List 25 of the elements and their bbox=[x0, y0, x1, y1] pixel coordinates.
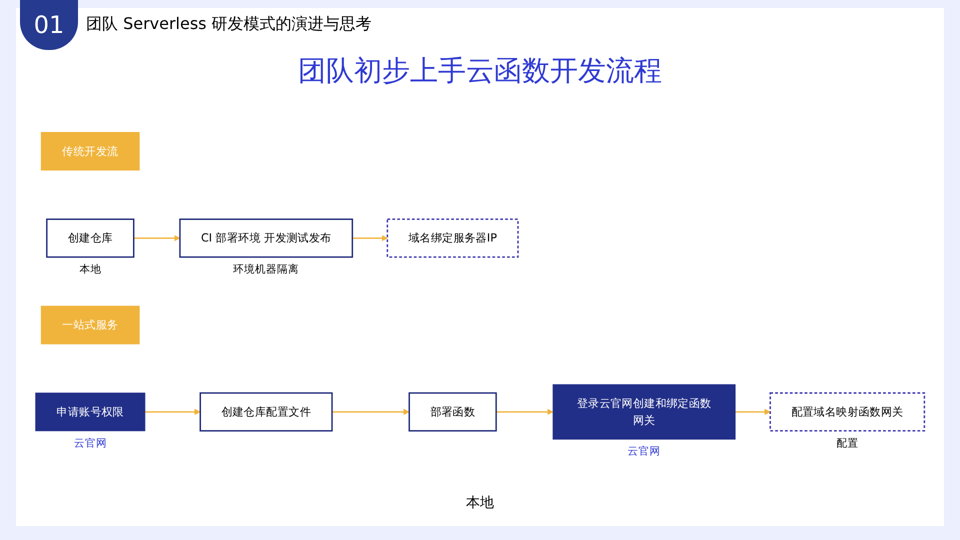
node-box: 部署函数 bbox=[408, 392, 497, 432]
node-label: 云官网 bbox=[628, 446, 661, 458]
note: 本地 bbox=[466, 495, 494, 511]
arrow bbox=[352, 235, 388, 242]
arrow bbox=[332, 408, 410, 415]
node-label: 配置 bbox=[836, 437, 858, 450]
node-label: 云官网 bbox=[74, 437, 107, 450]
node-box: 一站式服务 bbox=[40, 306, 140, 344]
node-label: 本地 bbox=[79, 263, 102, 276]
node-box: 传统开发流 bbox=[40, 132, 140, 171]
node-box: 创建仓库 bbox=[46, 218, 134, 258]
arrow bbox=[735, 408, 771, 415]
arrow bbox=[144, 408, 201, 415]
node-box: 创建仓库配置文件 bbox=[200, 392, 333, 432]
node-box: CI 部署环境 开发测试发布 bbox=[179, 218, 354, 258]
title: 团队初步上手云函数开发流程 bbox=[297, 53, 663, 89]
arrow bbox=[134, 235, 180, 242]
node-label: 环境机器隔离 bbox=[233, 263, 300, 276]
node-box: 域名绑定服务器IP bbox=[386, 218, 519, 258]
node-box: 登录云官网创建和绑定函数网关 bbox=[552, 384, 736, 440]
section-number-badge: 01 bbox=[20, 0, 78, 50]
node-box: 配置域名映射函数网关 bbox=[770, 392, 926, 432]
node-box: 申请账号权限 bbox=[35, 392, 146, 432]
subtitle: 团队 Serverless 研发模式的演进与思考 bbox=[86, 14, 372, 35]
arrow bbox=[496, 408, 554, 415]
